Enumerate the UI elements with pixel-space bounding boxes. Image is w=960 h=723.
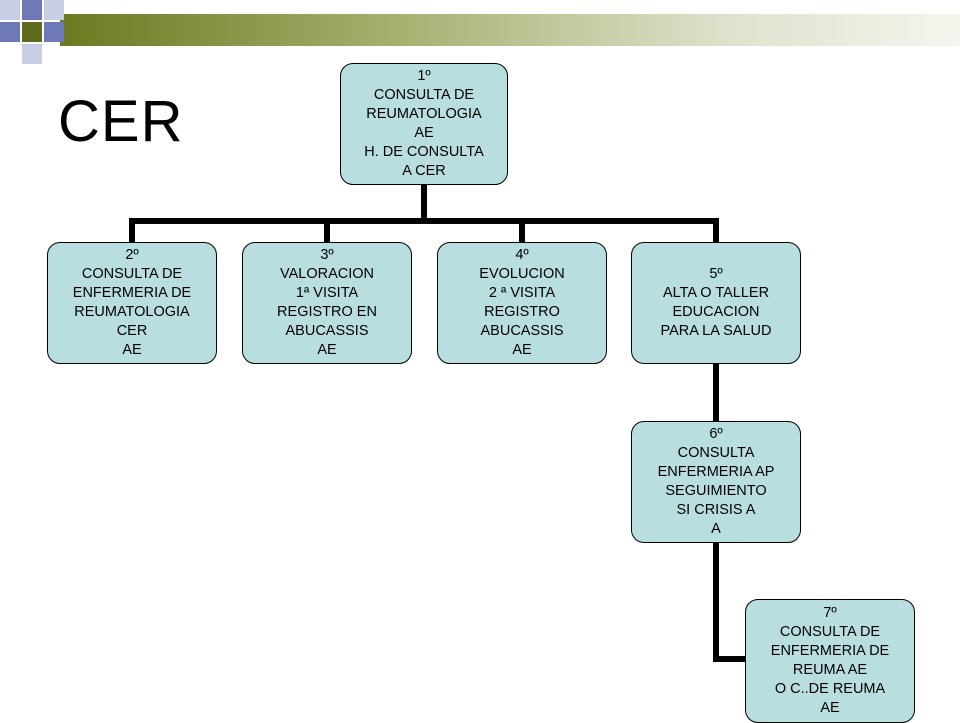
step-6-box: 6º CONSULTA ENFERMERIA AP SEGUIMIENTO SI… [631,421,801,543]
box-line: A [711,521,721,537]
box-line: 6º [709,426,723,442]
box-line: PARA LA SALUD [660,323,772,339]
box-line: SI CRISIS A [676,502,756,518]
box-line: O C..DE REUMA [774,681,886,697]
connector-line [421,182,427,224]
step-5-box: 5º ALTA O TALLER EDUCACION PARA LA SALUD [631,242,801,364]
box-line: AE [414,125,434,141]
connector-line [129,218,135,244]
box-line: REUMATOLOGIA [74,304,190,320]
box-line: 1ª VISITA [295,285,359,301]
box-line: CONSULTA [677,445,755,461]
box-line: A CER [402,163,446,179]
connector-line [713,540,719,662]
box-line: CONSULTA DE [373,87,475,103]
deco-square [0,22,20,42]
box-line: 5º [709,266,723,282]
step-4-box: 4º EVOLUCION 2 ª VISITA REGISTRO ABUCASS… [437,242,607,364]
box-line: SEGUIMIENTO [665,483,767,499]
deco-square [22,44,42,64]
box-line: 2º [125,247,139,263]
deco-square [22,0,42,20]
box-line: CER [116,323,148,339]
box-line: ENFERMERIA AP [657,464,775,480]
box-line: AE [820,700,840,716]
step-3-box: 3º VALORACION 1ª VISITA REGISTRO EN ABUC… [242,242,412,364]
box-line: ENFERMERIA DE [72,285,192,301]
step-7-box: 7º CONSULTA DE ENFERMERIA DE REUMA AE O … [745,599,915,723]
box-line: 7º [823,605,837,621]
step-1-box: 1º CONSULTA DE REUMATOLOGIA AE H. DE CON… [340,63,508,185]
deco-square [44,0,64,20]
deco-square [0,0,20,20]
box-line: ABUCASSIS [285,323,369,339]
header-gradient-bar [60,14,960,46]
box-line: REUMA AE [792,662,868,678]
box-line: 2 ª VISITA [488,285,556,301]
box-line: AE [317,342,337,358]
connector-line [713,362,719,424]
deco-square [44,22,64,42]
box-line: AE [512,342,532,358]
box-line: REGISTRO [484,304,560,320]
box-line: ABUCASSIS [480,323,564,339]
box-line: CONSULTA DE [81,266,183,282]
box-line: 3º [320,247,334,263]
step-2-box: 2º CONSULTA DE ENFERMERIA DE REUMATOLOGI… [47,242,217,364]
page-title: CER [58,89,184,154]
box-line: REGISTRO EN [277,304,377,320]
connector-line [713,656,749,662]
box-line: VALORACION [279,266,374,282]
box-line: REUMATOLOGIA [366,106,482,122]
box-line: ENFERMERIA DE [770,643,890,659]
connector-line [519,218,525,244]
connector-line [129,218,719,224]
box-line: H. DE CONSULTA [364,144,484,160]
box-line: AE [122,342,142,358]
box-line: ALTA O TALLER [662,285,770,301]
connector-line [713,218,719,244]
box-line: EVOLUCION [479,266,565,282]
deco-square [22,22,42,42]
box-line: EDUCACION [672,304,760,320]
box-line: 4º [515,247,529,263]
box-line: CONSULTA DE [779,624,881,640]
connector-line [324,218,330,244]
box-line: 1º [417,68,431,84]
